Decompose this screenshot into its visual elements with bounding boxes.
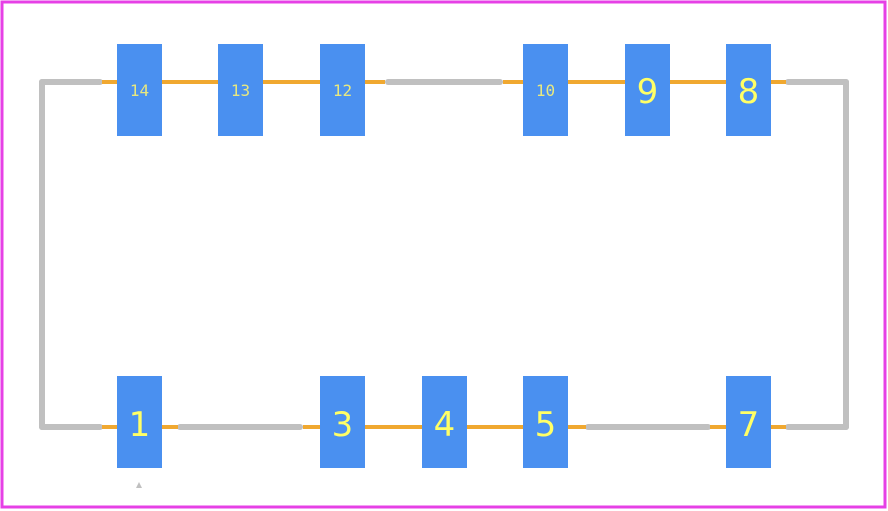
pad-3[interactable]: 3 xyxy=(320,376,365,468)
pin1-marker-icon xyxy=(136,482,142,488)
pad-13-label: 13 xyxy=(231,81,250,100)
pad-10-label: 10 xyxy=(536,81,555,100)
bottom-row-pads: 1 3 4 5 7 xyxy=(117,376,771,468)
pad-14[interactable]: 14 xyxy=(117,44,162,136)
pad-9[interactable]: 9 xyxy=(625,44,670,136)
pad-4-label: 4 xyxy=(434,405,456,445)
pad-5-label: 5 xyxy=(535,405,557,445)
traces xyxy=(102,80,786,429)
pad-1-label: 1 xyxy=(129,405,151,445)
pad-7[interactable]: 7 xyxy=(726,376,771,468)
pad-4[interactable]: 4 xyxy=(422,376,467,468)
pad-9-label: 9 xyxy=(637,72,659,112)
pad-8-label: 8 xyxy=(738,72,760,112)
pad-12[interactable]: 12 xyxy=(320,44,365,136)
silkscreen-outline xyxy=(39,79,849,430)
pad-7-label: 7 xyxy=(738,405,760,445)
top-row-pads: 14 13 12 10 9 8 xyxy=(117,44,771,136)
pad-3-label: 3 xyxy=(332,405,354,445)
pad-12-label: 12 xyxy=(333,81,352,100)
pad-10[interactable]: 10 xyxy=(523,44,568,136)
pad-5[interactable]: 5 xyxy=(523,376,568,468)
pad-1[interactable]: 1 xyxy=(117,376,162,468)
pad-13[interactable]: 13 xyxy=(218,44,263,136)
pad-14-label: 14 xyxy=(130,81,149,100)
pad-8[interactable]: 8 xyxy=(726,44,771,136)
